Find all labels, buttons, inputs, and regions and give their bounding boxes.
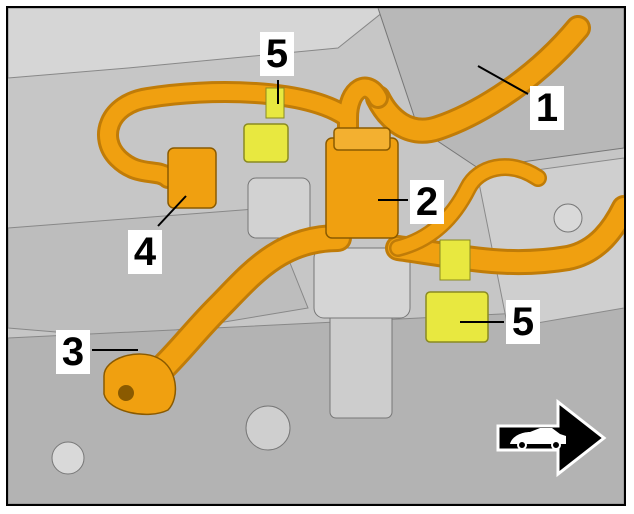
sensor-base <box>313 247 411 319</box>
callout-5-right: 5 <box>506 300 540 344</box>
diagram-frame: 1 2 3 4 5 5 <box>6 6 626 506</box>
hose-main-1-fill <box>368 18 588 141</box>
car-wheel-icon <box>551 440 561 450</box>
engine-cover-top <box>8 8 389 79</box>
callout-1: 1 <box>530 86 564 130</box>
connector-2-top <box>333 127 391 151</box>
sensor-body <box>329 307 393 419</box>
callout-4: 4 <box>128 230 162 274</box>
connector-4 <box>167 147 217 209</box>
car-wheel-icon <box>517 440 527 450</box>
bracket-right <box>477 157 624 329</box>
callout-5-top: 5 <box>260 32 294 76</box>
valve-body <box>247 177 311 239</box>
callout-3: 3 <box>56 330 90 374</box>
clip-5-top <box>243 123 289 163</box>
leader-4 <box>157 195 187 227</box>
hose-end-3 <box>103 353 177 416</box>
leader-1 <box>477 65 529 95</box>
vehicle-forward-arrow-icon <box>496 398 607 478</box>
bolt <box>51 441 85 475</box>
clip-5-right <box>425 291 489 343</box>
car-silhouette-icon <box>510 428 566 444</box>
callout-2: 2 <box>410 180 444 224</box>
clip-5-right-band <box>439 239 471 281</box>
connector-2 <box>325 137 399 239</box>
hose-right-loop-fill <box>391 160 545 255</box>
bolt <box>245 405 291 451</box>
clip-5-band <box>265 87 285 119</box>
engine-illustration <box>8 8 624 504</box>
bolt <box>553 203 583 233</box>
hose-end-3-opening <box>118 385 134 401</box>
